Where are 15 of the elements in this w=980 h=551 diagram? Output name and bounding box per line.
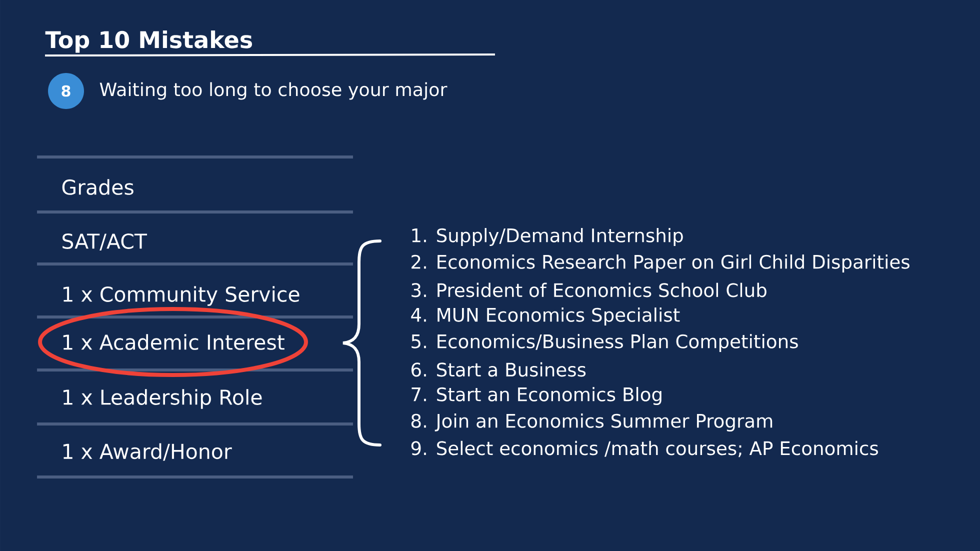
- category-label: 1 x Award/Honor: [63, 443, 232, 461]
- category-label: SAT/ACT: [62, 233, 148, 251]
- list-item: 8. Join an Economics Summer Program: [411, 414, 772, 432]
- title: Top 10 Mistakes: [45, 30, 252, 53]
- list-item: 9. Select economics /math courses; AP Economics: [411, 440, 878, 458]
- category-label: Grades: [62, 179, 134, 195]
- list-item: 6. Start a Business: [412, 362, 586, 377]
- list-item: 2. Economics Research Paper on Girl Child Disparities: [412, 254, 910, 272]
- number-badge: 8: [48, 73, 84, 109]
- list-item: 4. MUN Economics Specialist: [411, 308, 680, 326]
- list-item: 7. Start an Economics Blog: [412, 387, 662, 405]
- list-item: 1. Supply/Demand Internship: [412, 228, 683, 246]
- badge-text: Waiting too long to choose your major: [100, 82, 448, 100]
- list-item: 5. Economics/Business Plan Competitions: [412, 334, 798, 352]
- list-item: 3. President of Economics School Club: [412, 282, 766, 298]
